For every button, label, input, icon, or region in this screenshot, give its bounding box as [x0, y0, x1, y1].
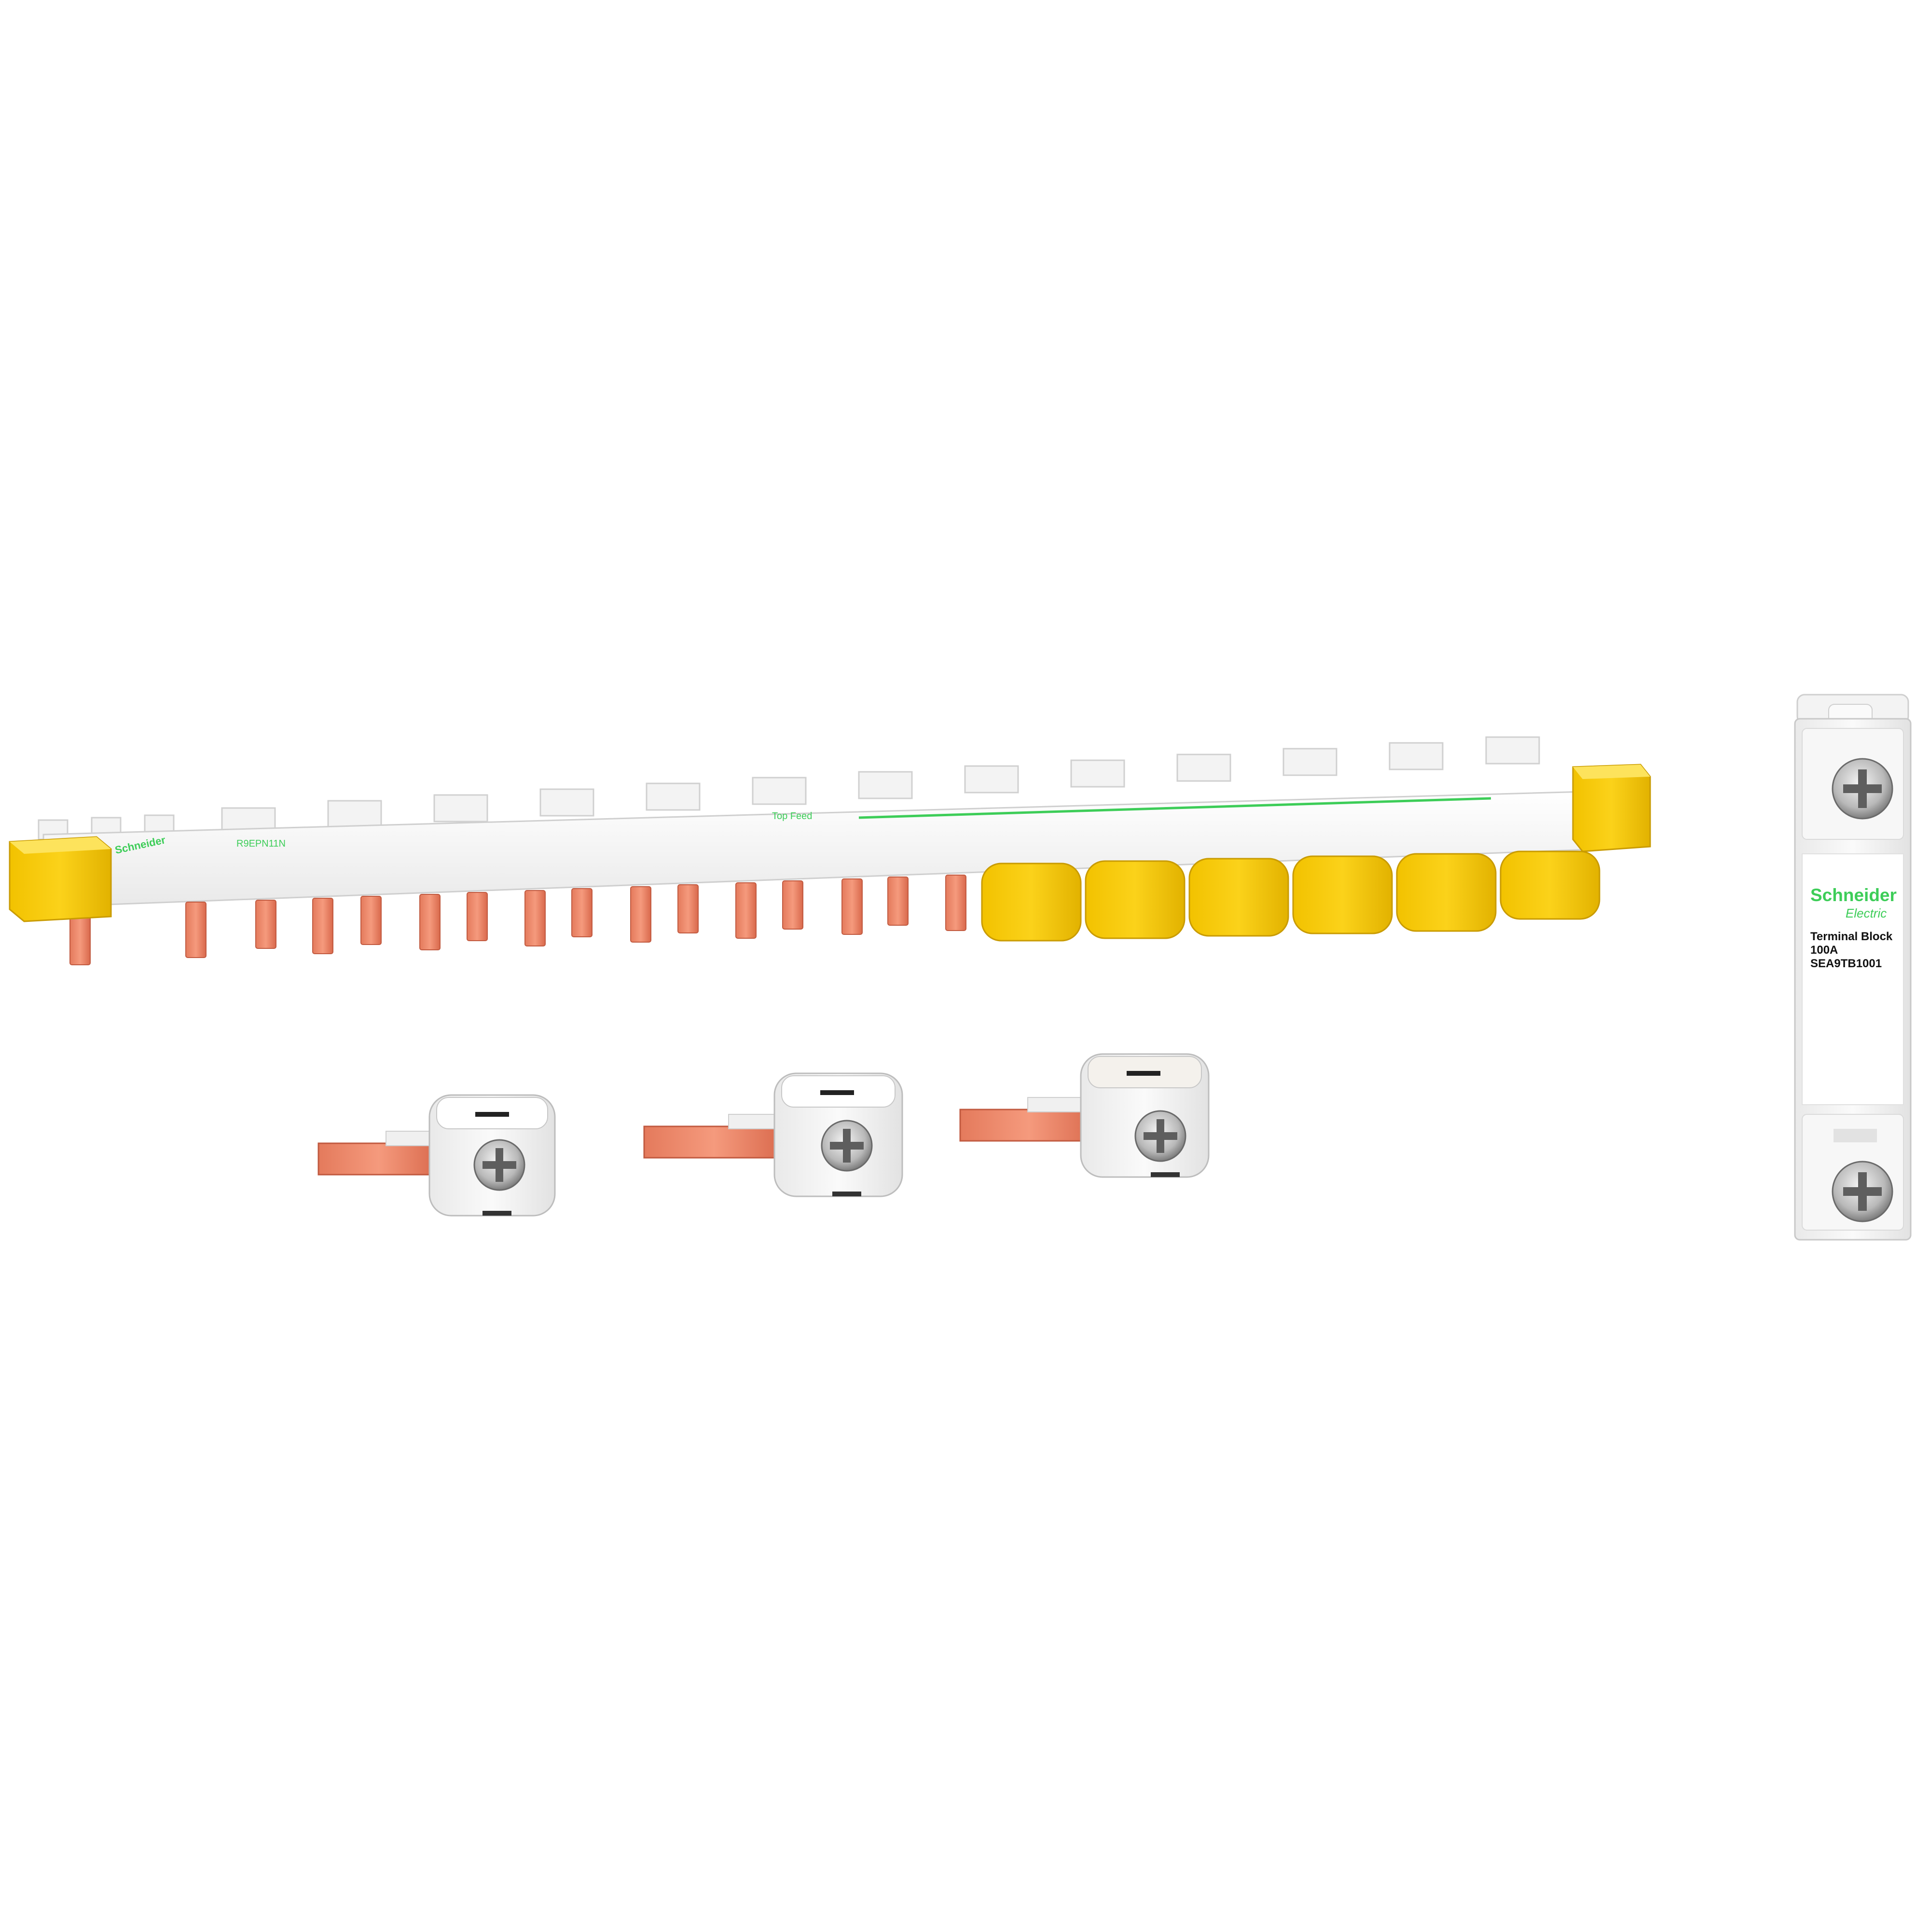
- busbar-end-cap-right: [1572, 764, 1651, 852]
- terminal-block-module: [1794, 694, 1912, 1241]
- busbar-copper-pins: [69, 875, 966, 965]
- busbar-print-ref: R9EPN11N: [236, 838, 286, 849]
- terminal-block-brand-sub: Electric: [1846, 906, 1887, 920]
- terminal-block-label-line3: SEA9TB1001: [1810, 957, 1882, 970]
- supply-connector-2: [643, 1072, 903, 1197]
- busbar-green-line: [858, 797, 1491, 819]
- busbar-end-cap-left: [9, 836, 112, 922]
- terminal-block-brand: Schneider: [1810, 885, 1897, 905]
- busbar-yellow-shrouds: [981, 850, 1600, 942]
- busbar-print-top-feed: Top Feed: [772, 811, 812, 822]
- comb-busbar: [9, 736, 1651, 965]
- terminal-block-label-line1: Terminal Block: [1810, 930, 1893, 943]
- terminal-block-label-line2: 100A: [1810, 944, 1838, 957]
- supply-connector-1: [317, 1094, 556, 1217]
- supply-connector-3: [959, 1053, 1210, 1178]
